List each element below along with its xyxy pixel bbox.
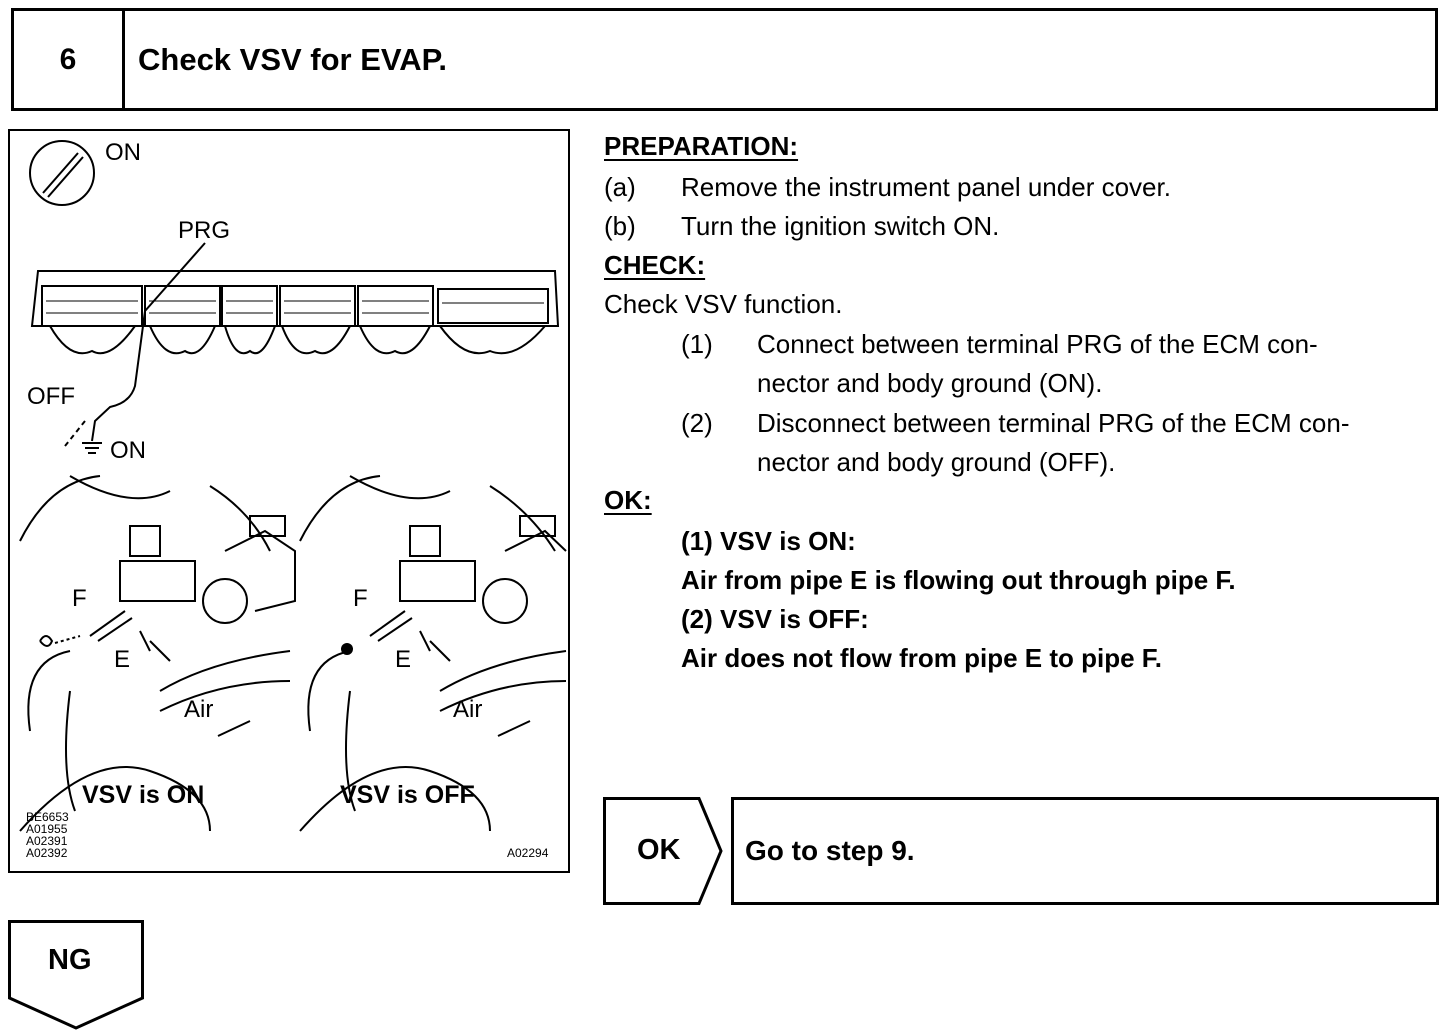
ok-spec-heading: OK: (604, 485, 652, 515)
pipe-e-label-right: E (395, 646, 412, 673)
prep-step-marker: (a) (604, 172, 636, 202)
ok-branch-label: OK (637, 834, 681, 866)
ok-branch-action[interactable]: Go to step 9. (745, 835, 915, 866)
prg-terminal-label: PRG (178, 217, 231, 244)
check-step-marker: (1) (681, 329, 713, 359)
ok-spec-line: Air does not flow from pipe E to pipe F. (681, 643, 1162, 673)
figure-code: A02392 (26, 846, 68, 860)
prep-step-text: Remove the instrument panel under cover. (681, 172, 1171, 202)
caption-vsv-on: VSV is ON (82, 781, 205, 809)
check-step-text-cont: nector and body ground (ON). (757, 368, 1103, 398)
ok-branch[interactable]: OK Go to step 9. (603, 797, 1439, 905)
check-step-text-cont: nector and body ground (OFF). (757, 447, 1116, 477)
prep-step-marker: (b) (604, 211, 636, 241)
ok-spec-line: (1) VSV is ON: (681, 526, 856, 556)
blocked-outlet-mark (341, 643, 353, 655)
ng-branch[interactable]: NG (8, 920, 144, 1030)
step-header: 6 Check VSV for EVAP. (11, 8, 1438, 111)
figure-code: A02391 (26, 834, 68, 848)
figure-code: BE6653 (26, 810, 69, 824)
ok-spec-line: (2) VSV is OFF: (681, 604, 869, 634)
ok-spec-line: Air from pipe E is flowing out through p… (681, 565, 1236, 595)
check-intro: Check VSV function. (604, 289, 843, 319)
vsv-check-illustration: ON PRG OFF ON F E Air F E Air VSV is ON … (8, 129, 570, 873)
vsv-off-drawing (299, 475, 567, 832)
off-label: OFF (27, 383, 75, 410)
prep-step-text: Turn the ignition switch ON. (681, 211, 1000, 241)
ignition-switch-icon (29, 140, 95, 206)
check-heading: CHECK: (604, 250, 706, 280)
check-step-text: Connect between terminal PRG of the ECM … (757, 329, 1318, 359)
ng-branch-frame (8, 920, 144, 1030)
step-number: 6 (14, 11, 125, 108)
pipe-e-label-left: E (114, 646, 131, 673)
switch-on-label: ON (105, 139, 141, 166)
pipe-f-label-left: F (72, 585, 87, 612)
air-label-right: Air (453, 696, 483, 723)
step-title: Check VSV for EVAP. (138, 41, 447, 77)
figure-code: A01955 (26, 822, 68, 836)
vsv-on-drawing (19, 475, 296, 832)
test-lead-drawing (64, 242, 206, 454)
preparation-heading: PREPARATION: (604, 131, 799, 161)
figure-code-right: A02294 (507, 846, 549, 860)
ground-on-label: ON (110, 437, 146, 464)
ecm-connector-drawing (30, 270, 560, 355)
check-step-text: Disconnect between terminal PRG of the E… (757, 408, 1350, 438)
air-label-left: Air (184, 696, 214, 723)
illustration-drawing (19, 140, 567, 832)
ng-branch-label: NG (48, 944, 92, 976)
caption-vsv-off: VSV is OFF (340, 781, 475, 809)
ok-branch-frame (603, 797, 1439, 905)
check-step-marker: (2) (681, 408, 713, 438)
pipe-f-label-right: F (353, 585, 368, 612)
